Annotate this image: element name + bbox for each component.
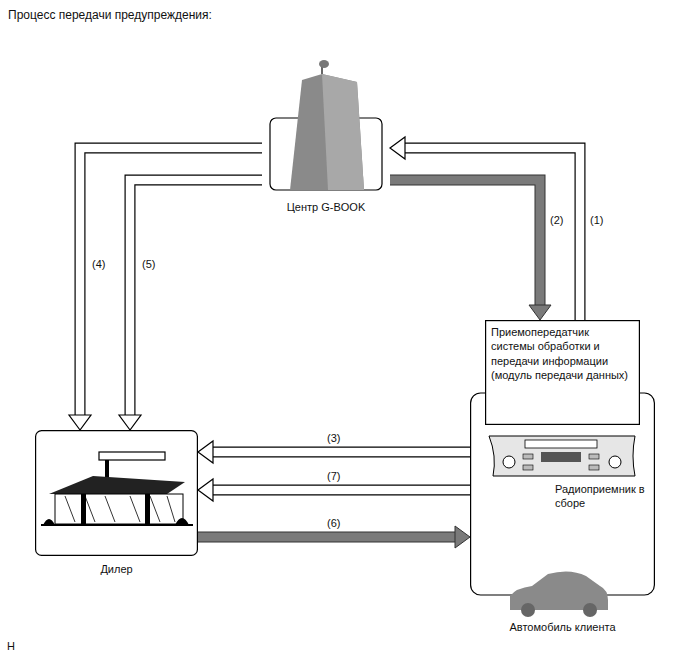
transceiver-box: Приемопередатчик системы обработки и пер… (485, 320, 640, 425)
step-number: (1) (588, 214, 605, 227)
node-text: Радиоприемник в сборе (555, 482, 645, 511)
radio-assembly: Радиоприемник в сборе (485, 432, 645, 517)
corner-code: Н (5, 640, 17, 653)
node-text: Автомобиль клиента (470, 620, 655, 634)
step-number: (3) (325, 432, 342, 445)
radio-illustration (485, 432, 645, 482)
diagram-title: Процесс передачи предупреждения: (6, 8, 214, 22)
customer-vehicle: Автомобиль клиента Приемопередатчик сист… (470, 320, 655, 640)
node-text: Дилер (35, 562, 198, 576)
gbook-center-illustration (262, 58, 390, 198)
node-text: Центр G-BOOK (262, 200, 390, 214)
dealer-illustration (35, 430, 198, 556)
flow-arrow (390, 137, 580, 320)
step-number: (7) (325, 470, 342, 483)
step-number: (6) (325, 517, 342, 530)
step-number: (2) (548, 214, 565, 227)
flow-arrow (69, 148, 262, 430)
step-number: (5) (140, 258, 157, 271)
dealer-box: Дилер (35, 430, 198, 580)
gbook-center: Центр G-BOOK (262, 58, 390, 218)
step-number: (4) (90, 258, 107, 271)
flow-arrow (119, 180, 262, 430)
flow-arrow (390, 180, 551, 320)
node-text: Приемопередатчик системы обработки и пер… (491, 325, 634, 382)
